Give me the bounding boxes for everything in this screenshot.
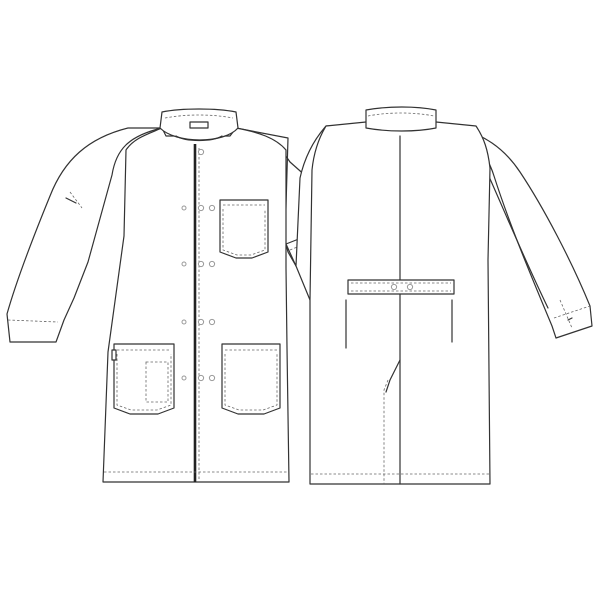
- front-collar-label: [189, 121, 209, 129]
- front-left-sleeve-seam: [69, 191, 83, 209]
- button: [197, 260, 205, 268]
- front-left-cuff-stitch: [7, 319, 59, 323]
- front-collar-neck: [175, 135, 223, 142]
- button: [208, 204, 216, 212]
- front-left-sleeve-tab: [65, 197, 77, 204]
- button: [197, 318, 205, 326]
- buttonhole: [181, 375, 187, 381]
- buttonhole: [181, 261, 187, 267]
- back-belt-button: [406, 283, 414, 291]
- buttonhole: [181, 205, 187, 211]
- back-half-belt: [347, 279, 455, 295]
- back-right-cuff-slit: [559, 299, 573, 329]
- front-lower-right-pocket: [221, 343, 281, 415]
- buttonhole: [181, 319, 187, 325]
- front-pen-pocket: [145, 361, 169, 403]
- button: [197, 374, 205, 382]
- back-half-belt-stitch: [351, 282, 451, 292]
- front-side-vent: [111, 349, 117, 361]
- back-right-cuff-button: [567, 317, 573, 321]
- back-right-cuff-stitch: [553, 305, 591, 319]
- back-view: [295, 106, 593, 485]
- button: [197, 204, 205, 212]
- back-belt-button: [390, 283, 398, 291]
- button: [208, 318, 216, 326]
- front-buttons: [181, 148, 216, 382]
- button: [197, 148, 205, 156]
- front-left-sleeve: [6, 127, 163, 343]
- front-lower-left-pocket-stitch: [116, 349, 172, 411]
- back-collar: [365, 106, 437, 132]
- front-collar-stitch: [164, 114, 234, 119]
- front-chest-pocket-stitch: [222, 204, 266, 256]
- back-vent-stitch: [383, 379, 389, 484]
- back-vent-edge: [385, 359, 401, 393]
- button: [208, 260, 216, 268]
- front-lower-left-pocket: [113, 343, 175, 415]
- button: [208, 374, 216, 382]
- front-chest-pocket: [219, 199, 269, 259]
- back-collar-stitch: [367, 112, 435, 117]
- front-lower-right-pocket-stitch: [224, 349, 278, 411]
- front-view: [6, 108, 353, 483]
